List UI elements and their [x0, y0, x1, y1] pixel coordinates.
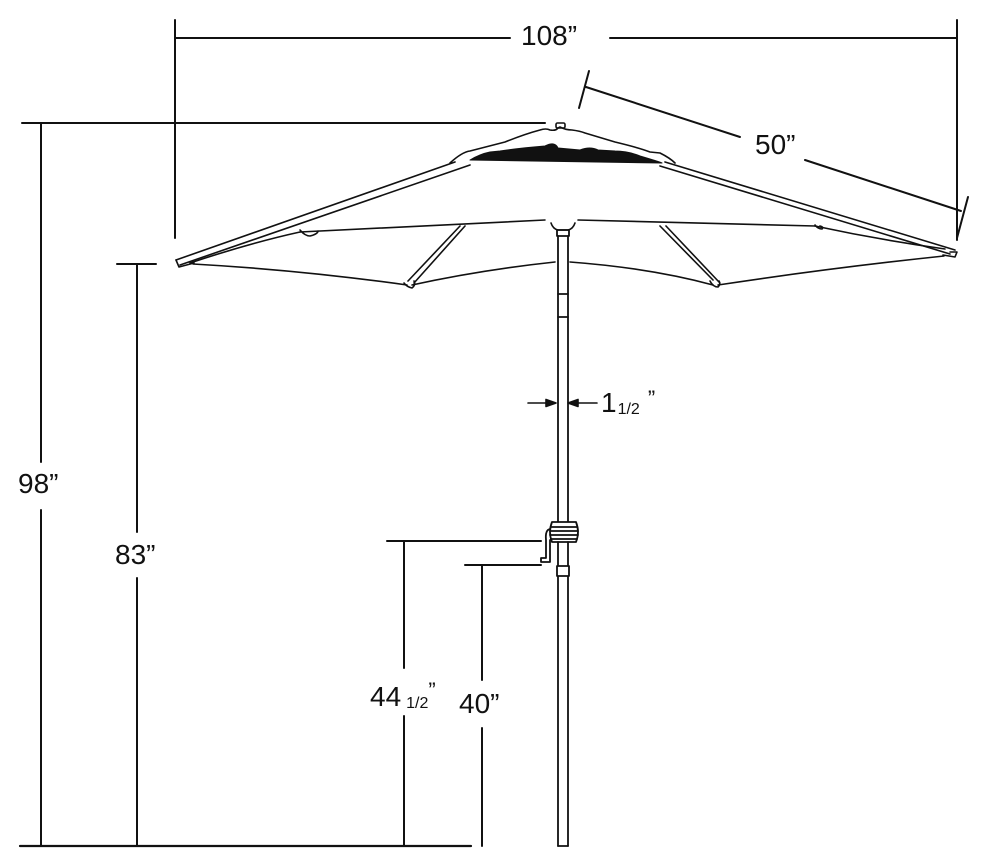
pole-diameter-label: 11/2 ” — [601, 388, 655, 418]
rib-length-value: 50 — [755, 129, 787, 160]
overall-height-dimension-line — [21, 122, 546, 847]
crank-height-fraction: 1/2 — [406, 695, 429, 712]
rib-length-label: 50” — [755, 129, 796, 160]
crank-height-dimension-line — [386, 540, 542, 847]
inch-mark: ” — [490, 688, 500, 719]
width-dimension-line — [174, 19, 958, 241]
umbrella-canopy — [175, 122, 958, 289]
overall-height-label: 98” — [18, 468, 59, 499]
inch-mark: ” — [428, 678, 436, 703]
lower-joint-height-label: 40” — [459, 688, 500, 719]
pole-diameter-fraction: 1/2 — [617, 401, 640, 418]
inch-mark: ” — [647, 386, 656, 411]
inch-mark: ” — [49, 468, 59, 499]
overall-height-value: 98 — [18, 468, 50, 499]
lower-joint-height-value: 40 — [459, 688, 491, 719]
inch-mark: ” — [567, 20, 578, 51]
clearance-dimension-line — [116, 263, 157, 847]
clearance-height-value: 83 — [115, 539, 147, 570]
crank-height-whole: 44 — [370, 681, 402, 712]
clearance-height-label: 83” — [115, 539, 156, 570]
lower-joint-dimension-line — [464, 564, 542, 847]
inch-mark: ” — [786, 129, 796, 160]
umbrella-pole — [540, 229, 579, 847]
pole-diameter-arrows — [527, 398, 598, 408]
inch-mark: ” — [146, 539, 156, 570]
pole-diameter-whole: 1 — [601, 387, 617, 418]
rib-dimension-line — [578, 70, 969, 239]
canopy-width-value: 108 — [521, 20, 568, 51]
canopy-width-label: 108” — [521, 20, 578, 51]
